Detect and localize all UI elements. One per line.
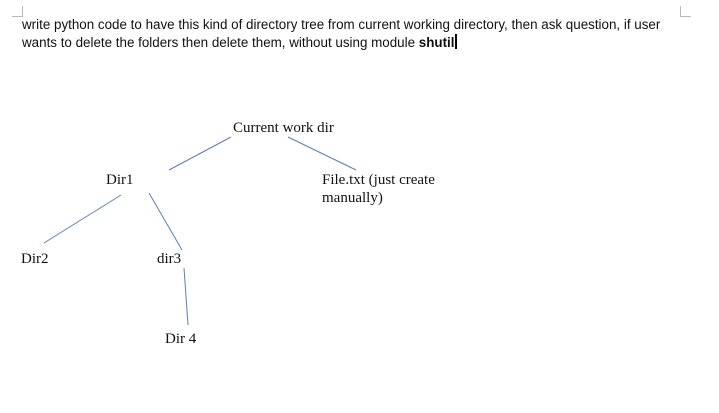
tree-node-dir4: Dir 4 xyxy=(165,331,197,347)
tree-node-dir1: Dir1 xyxy=(106,172,134,188)
connector-dir1-dir3 xyxy=(148,192,183,251)
text-cursor xyxy=(455,34,457,49)
page-corner-mark xyxy=(12,6,23,17)
module-name-bold: shutil xyxy=(418,35,455,50)
tree-node-root: Current work dir xyxy=(233,120,334,136)
connector-root-dir1 xyxy=(168,136,232,171)
tree-node-dir2: Dir2 xyxy=(21,251,49,267)
connector-dir3-dir4 xyxy=(183,267,189,326)
page-corner-mark xyxy=(680,6,691,17)
question-line-1: write python code to have this kind of d… xyxy=(22,17,661,32)
connector-root-file xyxy=(287,136,357,171)
connector-dir1-dir2 xyxy=(43,194,122,244)
question-paragraph[interactable]: write python code to have this kind of d… xyxy=(22,16,692,52)
question-line-2-text: wants to delete the folders then delete … xyxy=(22,35,419,50)
tree-node-file: File.txt (just create manually) xyxy=(322,172,435,206)
tree-node-dir3: dir3 xyxy=(157,251,182,267)
question-line-2: wants to delete the folders then delete … xyxy=(22,34,692,52)
